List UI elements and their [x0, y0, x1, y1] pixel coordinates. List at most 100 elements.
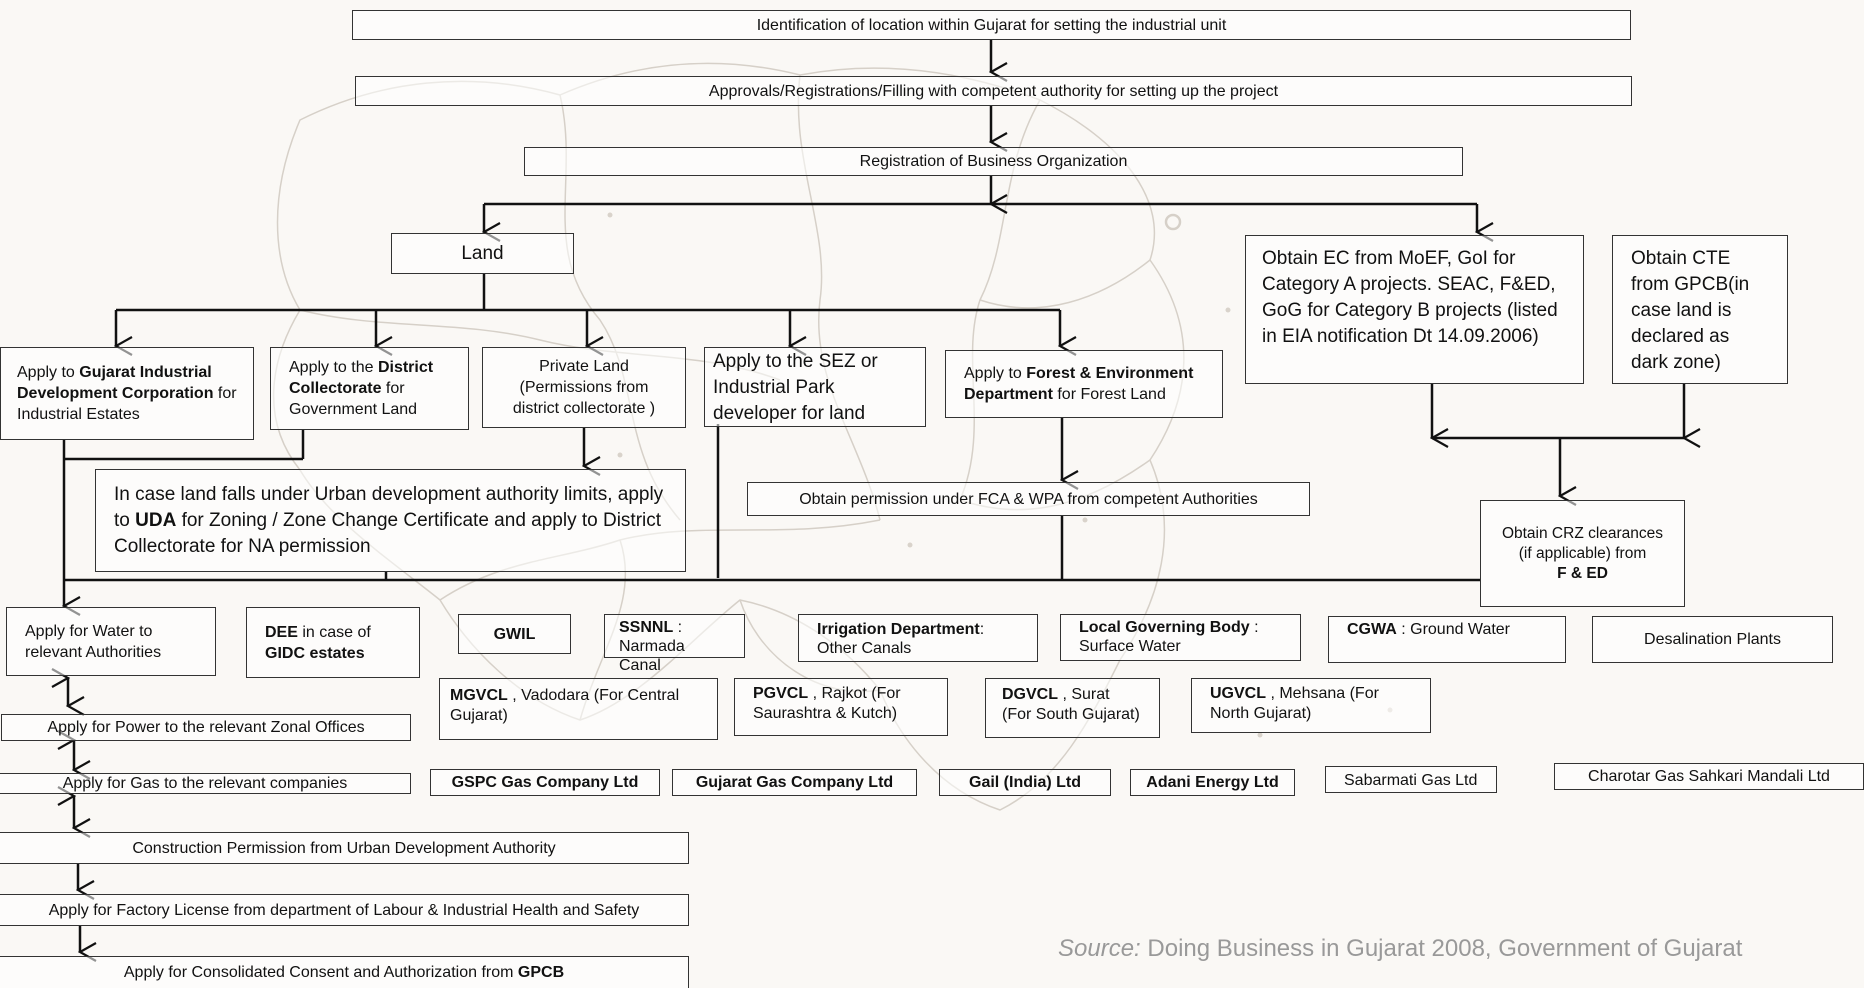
gidc-box: Apply to Gujarat Industrial Development … — [0, 347, 254, 440]
source-caption: Source: Doing Business in Gujarat 2008, … — [1058, 935, 1742, 963]
cte-box: Obtain CTE from GPCB(in case land is dec… — [1612, 235, 1788, 384]
gas-apply-box: Apply for Gas to the relevant companies — [0, 773, 411, 794]
ec-box: Obtain EC from MoEF, GoI for Category A … — [1245, 235, 1584, 384]
forest-pre: Apply to — [964, 365, 1027, 382]
construction-permission-label: Construction Permission from Urban Devel… — [132, 839, 556, 857]
dgvcl-post: , Surat (For South Gujarat) — [1002, 686, 1140, 723]
irrigation-post: : Other Canals — [817, 621, 985, 657]
sez-box: Apply to the SEZ or Industrial Park deve… — [704, 347, 926, 427]
dee-bold: DEE — [265, 623, 298, 641]
fca-box: Obtain permission under FCA & WPA from c… — [747, 482, 1310, 516]
gas-company-label: Charotar Gas Sahkari Mandali Ltd — [1588, 768, 1830, 785]
dgvcl-bold: DGVCL — [1002, 686, 1058, 703]
land-label: Land — [461, 242, 504, 264]
gas-company-gail: Gail (India) Ltd — [939, 769, 1111, 796]
dgvcl-box: DGVCL , Surat (For South Gujarat) — [985, 678, 1160, 738]
consent-bold: GPCB — [517, 964, 565, 981]
gidc-bold: Gujarat Industrial Development Corporati… — [17, 364, 214, 402]
dgvcl-text: DGVCL , Surat (For South Gujarat) — [1002, 686, 1140, 723]
uda-post: for Zoning / Zone Change Certificate and… — [114, 509, 662, 557]
step-identification: Identification of location within Gujara… — [352, 10, 1631, 40]
mgvcl-post: , Vadodara (For Central Gujarat) — [450, 687, 680, 724]
local-body-post: : Surface Water — [1079, 619, 1259, 655]
gas-company-label: Sabarmati Gas Ltd — [1344, 772, 1478, 789]
pgvcl-box: PGVCL , Rajkot (For Saurashtra & Kutch) — [734, 678, 948, 736]
forest-post: for Forest Land — [1052, 386, 1166, 403]
cgwa-box: CGWA : Ground Water — [1328, 616, 1566, 663]
power-apply-label: Apply for Power to the relevant Zonal Of… — [47, 719, 365, 736]
gas-company-adani: Adani Energy Ltd — [1130, 769, 1295, 796]
ssnnl-post: : Narmada Canal — [619, 619, 685, 674]
irrigation-bold: Irrigation Department — [817, 621, 980, 638]
step-approvals-label: Approvals/Registrations/Filling with com… — [708, 82, 1279, 100]
dee-mid: in case of — [297, 623, 371, 641]
pgvcl-post: , Rajkot (For Saurashtra & Kutch) — [753, 685, 901, 722]
ugvcl-box: UGVCL , Mehsana (For North Gujarat) — [1191, 678, 1431, 733]
dee-text: DEE in case of GIDC estates — [265, 622, 401, 664]
local-body-bold: Local Governing Body — [1079, 619, 1250, 636]
collectorate-post: for Government Land — [289, 380, 418, 418]
ugvcl-text: UGVCL , Mehsana (For North Gujarat) — [1210, 685, 1379, 722]
ugvcl-post: , Mehsana (For North Gujarat) — [1210, 685, 1379, 722]
mgvcl-box: MGVCL , Vadodara (For Central Gujarat) — [439, 678, 718, 740]
crz-box: Obtain CRZ clearances (if applicable) fr… — [1480, 500, 1685, 607]
gas-company-charotar: Charotar Gas Sahkari Mandali Ltd — [1554, 763, 1864, 790]
consolidated-consent-box: Apply for Consolidated Consent and Autho… — [0, 956, 689, 988]
construction-permission-box: Construction Permission from Urban Devel… — [0, 832, 689, 864]
gas-company-gspc: GSPC Gas Company Ltd — [430, 769, 660, 796]
ssnnl-bold: SSNNL — [619, 619, 674, 636]
forest-text: Apply to Forest & Environment Department… — [964, 363, 1204, 405]
local-body-text: Local Governing Body : Surface Water — [1079, 619, 1259, 655]
cgwa-bold: CGWA — [1347, 621, 1397, 638]
step-approvals: Approvals/Registrations/Filling with com… — [355, 76, 1632, 106]
crz-label: Obtain CRZ clearances (if applicable) fr… — [1501, 524, 1664, 562]
private-land-box: Private Land (Permissions from district … — [482, 347, 686, 428]
uda-bold: UDA — [135, 509, 177, 531]
source-label: Source: — [1058, 935, 1141, 962]
gas-company-label: Gujarat Gas Company Ltd — [695, 774, 894, 791]
collectorate-bold: District Collectorate — [289, 359, 434, 397]
step-registration: Registration of Business Organization — [524, 147, 1463, 176]
gas-company-label: Adani Energy Ltd — [1146, 774, 1279, 791]
uda-text: In case land falls under Urban developme… — [114, 482, 667, 560]
desalination-box: Desalination Plants — [1592, 616, 1833, 663]
dee-box: DEE in case of GIDC estates — [246, 607, 420, 678]
collectorate-pre: Apply to the — [289, 359, 378, 376]
gas-apply-label: Apply for Gas to the relevant companies — [62, 775, 348, 792]
irrigation-text: Irrigation Department: Other Canals — [817, 621, 984, 657]
ugvcl-bold: UGVCL — [1210, 685, 1266, 702]
forest-bold: Forest & Environment Department — [964, 365, 1194, 403]
power-apply-box: Apply for Power to the relevant Zonal Of… — [1, 714, 411, 741]
land-box: Land — [391, 233, 574, 274]
mgvcl-text: MGVCL , Vadodara (For Central Gujarat) — [450, 687, 679, 724]
step-identification-label: Identification of location within Gujara… — [756, 16, 1227, 34]
ec-label: Obtain EC from MoEF, GoI for Category A … — [1262, 248, 1558, 347]
factory-license-box: Apply for Factory License from departmen… — [0, 894, 689, 926]
pgvcl-text: PGVCL , Rajkot (For Saurashtra & Kutch) — [753, 685, 901, 722]
forest-box: Apply to Forest & Environment Department… — [945, 350, 1223, 418]
factory-license-label: Apply for Factory License from departmen… — [48, 901, 640, 919]
crz-text: Obtain CRZ clearances (if applicable) fr… — [1501, 524, 1664, 584]
gas-company-label: Gail (India) Ltd — [969, 774, 1081, 791]
consolidated-consent-text: Apply for Consolidated Consent and Autho… — [124, 962, 564, 983]
step-registration-label: Registration of Business Organization — [859, 153, 1128, 170]
pgvcl-bold: PGVCL — [753, 685, 809, 702]
consent-pre: Apply for Consolidated Consent and Autho… — [123, 964, 518, 981]
gas-company-gujarat-gas: Gujarat Gas Company Ltd — [672, 769, 917, 796]
crz-bold: F & ED — [1557, 564, 1608, 582]
local-body-box: Local Governing Body : Surface Water — [1060, 614, 1301, 661]
gidc-text: Apply to Gujarat Industrial Development … — [17, 362, 237, 425]
dee-bold2: GIDC estates — [265, 644, 365, 662]
uda-box: In case land falls under Urban developme… — [95, 469, 686, 572]
gidc-post: for Industrial Estates — [17, 385, 237, 423]
sez-label: Apply to the SEZ or Industrial Park deve… — [713, 351, 878, 424]
gas-company-label: GSPC Gas Company Ltd — [451, 774, 639, 791]
cgwa-text: CGWA : Ground Water — [1347, 621, 1510, 638]
gidc-pre: Apply to — [17, 364, 80, 381]
mgvcl-bold: MGVCL — [450, 687, 508, 704]
ssnnl-box: SSNNL : Narmada Canal — [604, 614, 745, 674]
water-apply-box: Apply for Water to relevant Authorities — [6, 607, 216, 676]
gwil-box: GWIL — [458, 614, 571, 654]
irrigation-box: Irrigation Department: Other Canals — [798, 614, 1038, 662]
